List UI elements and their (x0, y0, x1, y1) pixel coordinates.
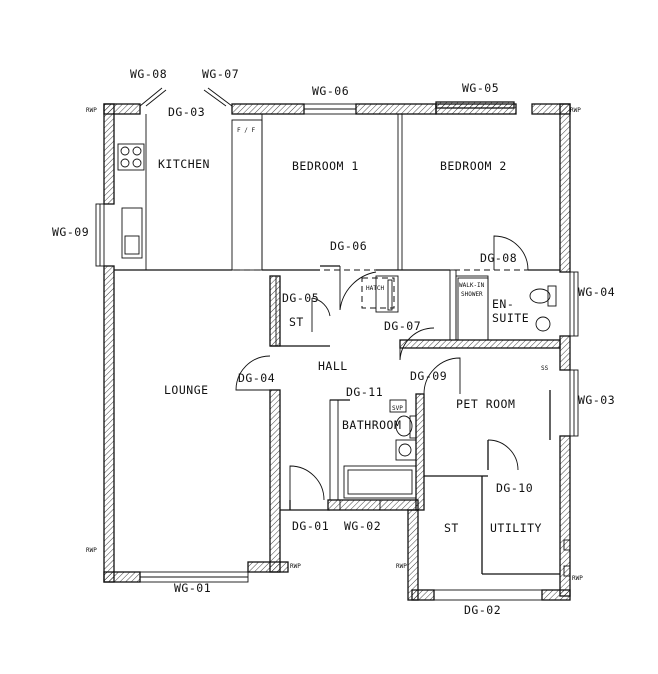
external-walls (103, 101, 571, 601)
room-label-kitchen: KITCHEN (158, 157, 210, 171)
window-label-wg02: WG-02 (344, 519, 381, 533)
door-swings (235, 235, 529, 501)
door-label-dg09: DG-09 (410, 369, 447, 383)
room-label-hall: HALL (318, 359, 348, 373)
door-label-dg06: DG-06 (330, 239, 367, 253)
window-label-wg05: WG-05 (462, 81, 499, 95)
door-label-dg01: DG-01 (292, 519, 329, 533)
fixture-label-walkin-2: SHOWER (461, 291, 483, 298)
room-label-bathroom: BATHROOM (342, 418, 401, 432)
rwp-label-right-bottom: RWP (572, 575, 583, 582)
fixture-label-walkin-1: WALK-IN (459, 282, 485, 289)
rwp-label-bottom-left: RWP (86, 547, 97, 554)
door-label-dg02: DG-02 (464, 603, 501, 617)
door-label-dg04: DG-04 (238, 371, 275, 385)
door-label-dg10: DG-10 (496, 481, 533, 495)
room-label-pet-room: PET ROOM (456, 397, 515, 411)
window-label-wg04: WG-04 (578, 285, 615, 299)
window-label-wg07: WG-07 (202, 67, 239, 81)
room-label-st-lower: ST (444, 521, 459, 535)
window-label-wg06: WG-06 (312, 84, 349, 98)
fixture-label-fridge: F / F (237, 127, 255, 134)
room-label-lounge: LOUNGE (164, 383, 209, 397)
door-label-dg05: DG-05 (282, 291, 319, 305)
windows (95, 87, 579, 601)
door-label-dg07: DG-07 (384, 319, 421, 333)
window-label-wg01: WG-01 (174, 581, 211, 595)
window-label-wg03: WG-03 (578, 393, 615, 407)
window-label-wg09: WG-09 (52, 225, 89, 239)
door-label-dg08: DG-08 (480, 251, 517, 265)
window-label-wg08: WG-08 (130, 67, 167, 81)
fixture-label-svp: SVP (392, 405, 403, 412)
rwp-label-lounge-corner: RWP (290, 563, 301, 570)
rwp-label-top-right: RWP (570, 107, 581, 114)
rwp-label-store: RWP (396, 563, 407, 570)
room-label-bedroom-1: BEDROOM 1 (292, 159, 359, 173)
room-label-ensuite-2: SUITE (492, 311, 529, 325)
door-label-dg03: DG-03 (168, 105, 205, 119)
room-label-bedroom-2: BEDROOM 2 (440, 159, 507, 173)
fixtures (117, 114, 571, 577)
room-label-utility: UTILITY (490, 521, 542, 535)
door-label-dg11: DG-11 (346, 385, 383, 399)
room-label-ensuite-1: EN- (492, 297, 514, 311)
fixture-label-hatch: HATCH (366, 285, 384, 292)
fixture-label-ss: SS (541, 365, 549, 372)
room-label-st-upper: ST (289, 315, 304, 329)
rwp-label-top-left: RWP (86, 107, 97, 114)
